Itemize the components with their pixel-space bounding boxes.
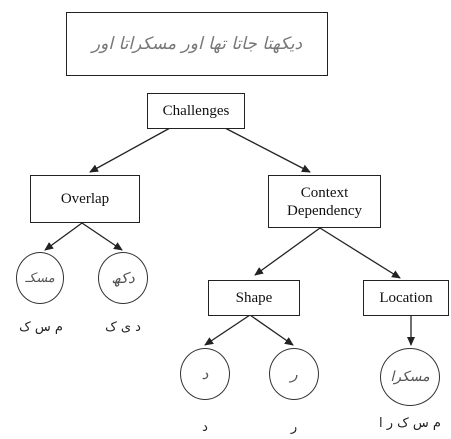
leaf-circle-overlap-right: دکھ [98, 252, 148, 304]
node-overlap: Overlap [30, 175, 140, 223]
leaf-glyph-location: مسکرا [390, 369, 430, 385]
node-context-label-line1: Context [300, 184, 349, 201]
leaf-caption-overlap-right: د ی ک [105, 320, 141, 335]
leaf-glyph-shape-right: ر [290, 365, 298, 383]
connector-arrows [44, 127, 415, 346]
arrow-shape-to-left-circle [204, 314, 251, 346]
node-shape: Shape [208, 280, 300, 316]
leaf-circle-overlap-left: مسکـ [16, 252, 64, 304]
leaf-glyph-overlap-right: دکھ [111, 269, 135, 287]
leaf-circle-shape-right: ر [269, 348, 319, 400]
leaf-caption-location: م س ک ر ا [379, 416, 441, 431]
arrow-root-to-context [224, 127, 311, 173]
leaf-glyph-overlap-left: مسکـ [25, 270, 55, 286]
arrow-overlap-to-left-circle [44, 222, 83, 251]
node-context-label-line2: Dependency [287, 202, 362, 219]
node-overlap-label: Overlap [60, 191, 110, 207]
arrow-root-to-overlap [89, 127, 171, 173]
leaf-circle-location: مسکرا [380, 348, 440, 406]
handwritten-sentence-text: دیکھتا جاتا تھا اور مسکراتا اور [91, 34, 303, 54]
node-challenges: Challenges [147, 93, 245, 129]
arrow-context-to-shape [254, 227, 321, 276]
leaf-caption-overlap-left: م س ک [19, 320, 63, 335]
leaf-caption-shape-left: د [202, 420, 208, 435]
leaf-caption-shape-right: ر [290, 420, 298, 435]
handwritten-sentence-image: دیکھتا جاتا تھا اور مسکراتا اور [66, 12, 328, 76]
arrow-shape-to-right-circle [249, 314, 294, 346]
arrow-context-to-location [319, 227, 401, 279]
arrow-overlap-to-right-circle [81, 222, 123, 251]
node-shape-label: Shape [235, 290, 273, 306]
leaf-glyph-shape-left: د [201, 365, 209, 383]
node-context-dependency: Context Dependency [268, 175, 381, 228]
node-location: Location [363, 280, 449, 316]
leaf-circle-shape-left: د [180, 348, 230, 400]
node-challenges-label: Challenges [162, 103, 230, 119]
node-location-label: Location [379, 290, 433, 306]
